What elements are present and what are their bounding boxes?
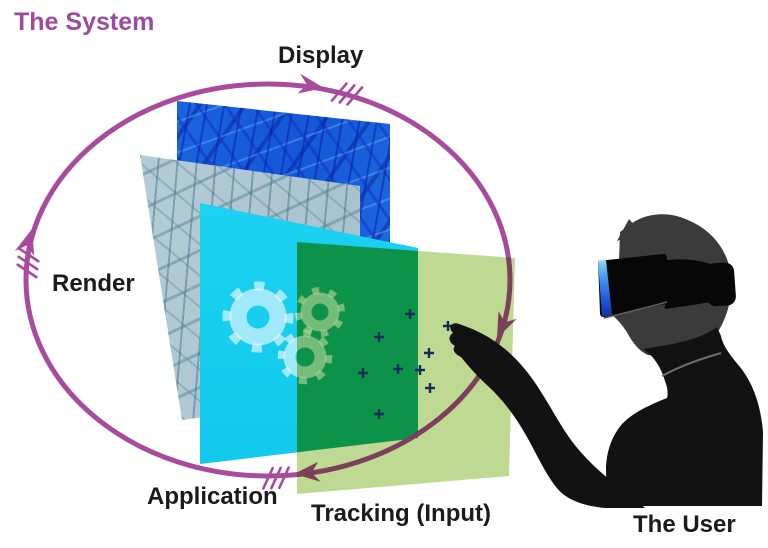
arrow-render-icon (14, 229, 35, 256)
label-tracking: Tracking (Input) (311, 500, 491, 527)
user-hair-tuft (617, 219, 640, 241)
headset-lens-icon (598, 260, 612, 317)
gear-large (222, 281, 294, 353)
user-arm (449, 323, 645, 508)
headset-strap (661, 259, 719, 309)
user-torso (606, 327, 763, 506)
headset-strap-cap (705, 262, 736, 307)
headset-body (598, 254, 669, 318)
arrow-display-icon (297, 73, 324, 94)
vr-headset-icon (598, 254, 736, 319)
chevrons-top-icon (330, 82, 364, 106)
user-collar-line (661, 352, 722, 377)
headset-underline (603, 301, 668, 319)
label-display: Display (278, 42, 364, 69)
chevrons-bottom-icon (262, 466, 290, 490)
page-title: The System (14, 8, 155, 36)
label-render: Render (52, 270, 135, 297)
label-user: The User (633, 511, 736, 538)
chevrons-left-icon (16, 247, 40, 279)
label-application: Application (147, 483, 278, 510)
